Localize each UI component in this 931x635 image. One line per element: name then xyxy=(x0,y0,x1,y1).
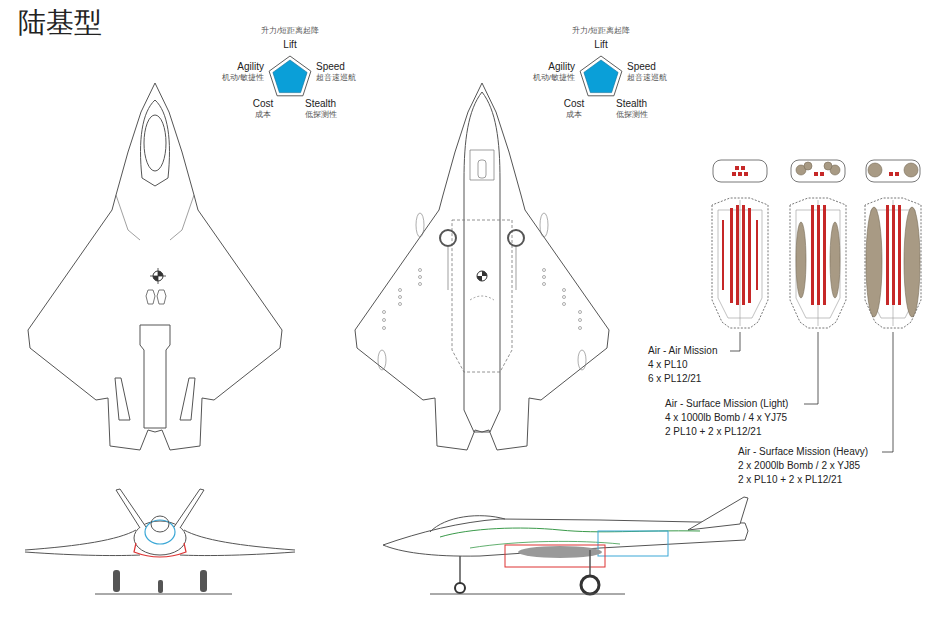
axis-label-cn: 升力/短距离起降 xyxy=(572,27,630,36)
axis-label: Agility xyxy=(548,61,575,72)
axis-label-cn: 低探测性 xyxy=(305,111,337,120)
loadout-text: 2 x PL10 + 2 x PL12/21 xyxy=(738,474,842,485)
axis-label-cn: 成本 xyxy=(566,111,582,120)
axis-label-cn: 升力/短距离起降 xyxy=(261,27,319,36)
loadout-text: 2 PL10 + 2 x PL12/21 xyxy=(665,426,761,437)
axis-label: Cost xyxy=(253,98,274,109)
axis-label: Stealth xyxy=(616,98,647,109)
axis-label-cn: 成本 xyxy=(255,111,271,120)
callout-heading: Air - Surface Mission (Light) xyxy=(665,398,788,409)
axis-label: Cost xyxy=(564,98,585,109)
axis-label-cn: 超音速巡航 xyxy=(627,74,667,83)
loadout-text: 4 x PL10 xyxy=(648,359,687,370)
callout-heading: Air - Surface Mission (Heavy) xyxy=(738,446,868,457)
axis-label-cn: 低探测性 xyxy=(616,111,648,120)
page-title: 陆基型 xyxy=(18,8,102,39)
axis-label-cn: 机动/敏捷性 xyxy=(222,74,264,83)
axis-label-cn: 机动/敏捷性 xyxy=(533,74,575,83)
axis-label: Speed xyxy=(316,61,345,72)
loadout-text: 6 x PL12/21 xyxy=(648,373,701,384)
loadout-text: 2 x 2000lb Bomb / 2 x YJ85 xyxy=(738,460,860,471)
axis-label: Lift xyxy=(283,39,296,50)
callout-heading: Air - Air Mission xyxy=(648,345,717,356)
axis-label: Stealth xyxy=(305,98,336,109)
axis-label: Speed xyxy=(627,61,656,72)
axis-label: Lift xyxy=(594,39,607,50)
axis-label-cn: 超音速巡航 xyxy=(316,74,356,83)
loadout-text: 4 x 1000lb Bomb / 4 x YJ75 xyxy=(665,412,787,423)
axis-label: Agility xyxy=(237,61,264,72)
